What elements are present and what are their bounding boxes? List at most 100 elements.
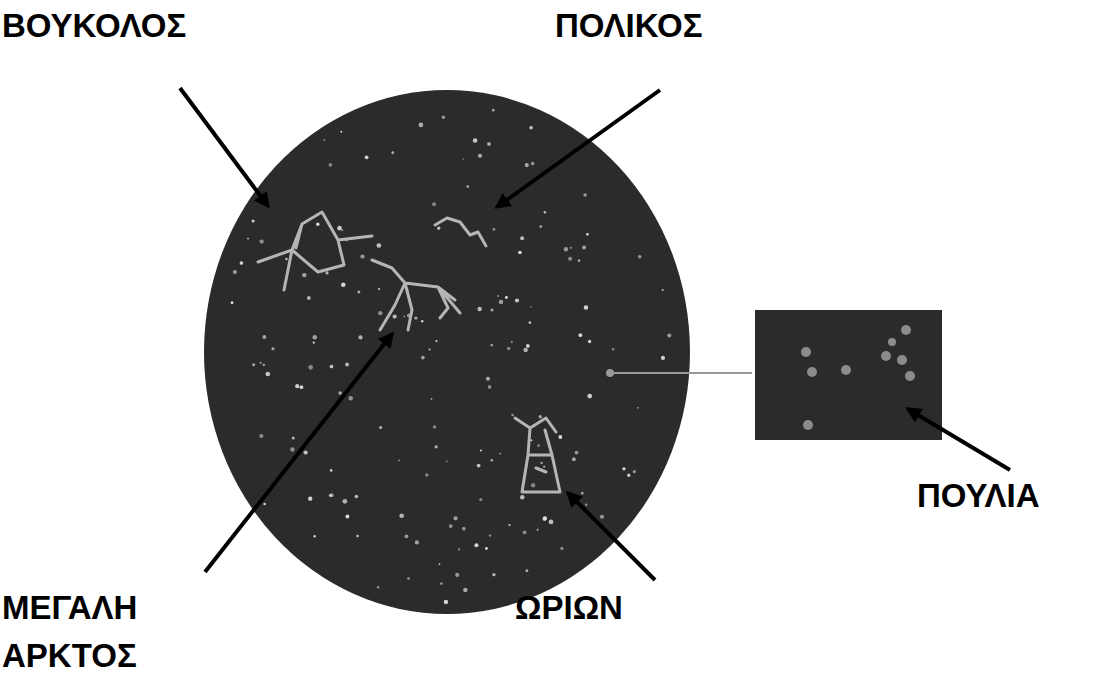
star (415, 540, 419, 544)
star (568, 257, 572, 261)
star (231, 301, 234, 304)
star (433, 425, 436, 428)
star (480, 450, 482, 452)
star (531, 162, 534, 165)
star (247, 238, 249, 240)
star (378, 311, 382, 315)
star (661, 356, 665, 360)
leader-arrow (568, 493, 655, 580)
star (543, 516, 547, 520)
star-field (231, 109, 672, 605)
star (539, 415, 542, 418)
star (588, 340, 591, 343)
star (337, 226, 342, 231)
star (520, 236, 524, 240)
star (662, 289, 664, 291)
star (558, 435, 562, 439)
star (525, 163, 529, 167)
star (564, 247, 568, 251)
star (271, 347, 274, 350)
star (340, 131, 342, 133)
star (240, 261, 244, 265)
leader-arrow (180, 88, 268, 206)
star (478, 154, 482, 158)
star (356, 535, 358, 537)
star (473, 138, 478, 143)
star (667, 333, 671, 337)
leader-arrow (497, 90, 660, 207)
star (303, 450, 307, 454)
star (260, 362, 262, 364)
star (308, 365, 313, 370)
star (477, 307, 481, 311)
star (312, 335, 317, 340)
star (633, 470, 636, 473)
little-dipper-figure (435, 218, 486, 246)
star (582, 246, 586, 250)
star (492, 228, 495, 231)
star (252, 363, 255, 366)
star (381, 340, 383, 342)
star (578, 333, 582, 337)
star (490, 344, 493, 347)
star (421, 320, 424, 323)
star (338, 391, 342, 395)
star (586, 233, 589, 236)
star (341, 229, 343, 231)
star (263, 503, 265, 505)
star (622, 467, 625, 470)
star (425, 473, 428, 476)
star (407, 577, 410, 580)
star (530, 306, 532, 308)
star (518, 251, 522, 255)
star (549, 520, 554, 525)
star (302, 273, 306, 277)
star (325, 271, 328, 274)
star (403, 316, 405, 318)
star (491, 308, 494, 311)
star (292, 436, 295, 439)
star (505, 296, 508, 299)
star (523, 348, 528, 353)
star (449, 524, 453, 528)
star (511, 341, 513, 343)
star (378, 288, 380, 290)
star (485, 547, 488, 550)
star (539, 225, 542, 228)
star (515, 298, 519, 302)
star (262, 363, 265, 366)
star (544, 211, 546, 213)
star (497, 295, 499, 297)
star (531, 483, 535, 487)
inset-dot (606, 369, 614, 377)
star (377, 243, 382, 248)
star (486, 377, 490, 381)
star (467, 185, 469, 187)
star (421, 356, 425, 360)
star (431, 398, 433, 400)
star (584, 305, 589, 310)
star (507, 347, 510, 350)
star (434, 445, 437, 448)
star (458, 548, 460, 550)
star (440, 583, 442, 585)
star (307, 296, 311, 300)
star (233, 270, 237, 274)
star (600, 515, 604, 519)
star (575, 451, 579, 455)
star (341, 283, 346, 288)
star (537, 529, 539, 531)
star (511, 414, 514, 417)
orion-figure (515, 418, 560, 492)
star (479, 498, 482, 501)
star (348, 396, 352, 400)
star (437, 227, 440, 230)
constellation-label: ΠΟΥΛΙΑ (917, 472, 1102, 520)
constellation-label: ΒΟΥΚΟΛΟΣ (2, 2, 262, 50)
star (442, 116, 445, 119)
star (345, 362, 349, 366)
star (414, 316, 417, 319)
star (355, 495, 359, 499)
star (342, 499, 347, 504)
bootes-figure (258, 212, 372, 290)
